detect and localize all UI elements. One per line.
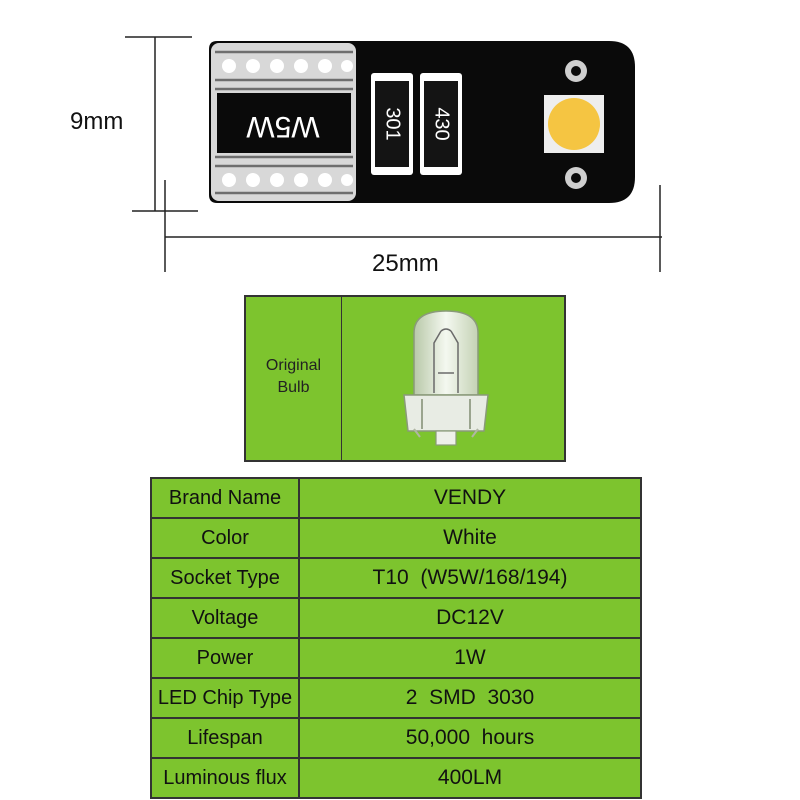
spec-label: Voltage <box>150 597 300 639</box>
led-pcb-board: W5W 301 430 <box>209 41 635 203</box>
height-dimension-label: 9mm <box>70 108 124 135</box>
spec-label: Socket Type <box>150 557 300 599</box>
original-bulb-label: Original Bulb <box>246 355 341 399</box>
original-bulb-label-line2: Bulb <box>277 379 310 396</box>
model-marking: W5W <box>246 110 320 143</box>
spec-label: Brand Name <box>150 477 300 519</box>
spec-label: Lifespan <box>150 717 300 759</box>
spec-label: LED Chip Type <box>150 677 300 719</box>
contact-holes <box>222 59 353 187</box>
spec-label: Luminous flux <box>150 757 300 799</box>
spec-label: Color <box>150 517 300 559</box>
spec-value: VENDY <box>298 477 642 519</box>
dimension-lines <box>125 36 662 272</box>
spec-value: White <box>298 517 642 559</box>
spec-label: Power <box>150 637 300 679</box>
contact-ribs <box>215 50 353 195</box>
spec-value: T10 (W5W/168/194) <box>298 557 642 599</box>
bulb-panel-divider <box>341 297 342 460</box>
spec-value: 50,000 hours <box>298 717 642 759</box>
original-bulb-label-line1: Original <box>265 357 322 374</box>
spec-value: 400LM <box>298 757 642 799</box>
spec-value: 2 SMD 3030 <box>298 677 642 719</box>
w5w-bulb-image <box>403 310 489 446</box>
original-bulb-panel: Original Bulb <box>244 295 566 462</box>
width-dimension-label: 25mm <box>372 250 439 277</box>
spec-value: DC12V <box>298 597 642 639</box>
resistor-1-code: 301 <box>382 107 404 140</box>
spec-value: 1W <box>298 637 642 679</box>
resistor-2-code: 430 <box>431 107 453 140</box>
